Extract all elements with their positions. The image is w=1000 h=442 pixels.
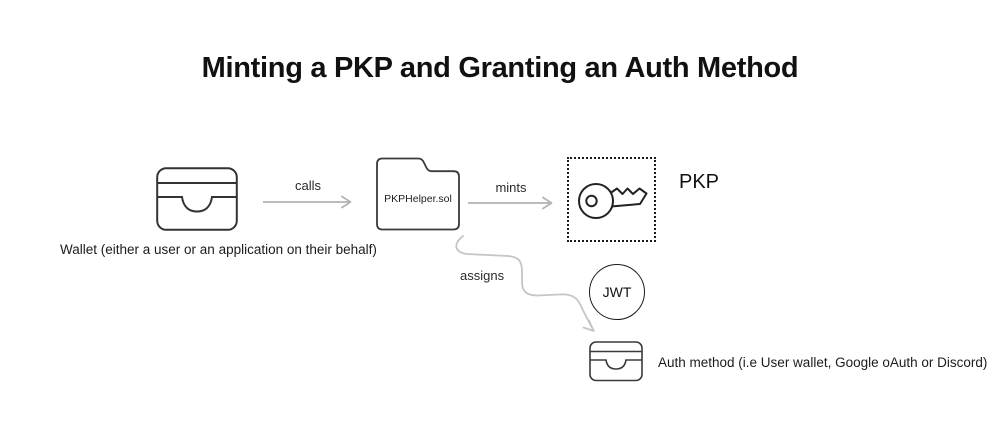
calls-arrow-icon [263,195,353,209]
mints-arrow-icon [468,196,554,210]
auth-wallet-card-icon [589,341,643,382]
assigns-arrow-icon [440,230,610,345]
pkp-dotted-box [567,157,656,242]
auth-method-label: Auth method (i.e User wallet, Google oAu… [658,355,988,370]
pkp-label: PKP [679,171,720,193]
wallet-card-icon [156,167,238,231]
calls-arrow-label: calls [294,178,321,193]
contract-name-label: PKPHelper.sol [384,193,452,205]
assigns-arrow-label: assigns [460,268,505,283]
jwt-label: JWT [602,284,632,300]
diagram-title: Minting a PKP and Granting an Auth Metho… [201,52,799,84]
jwt-token-badge: JWT [589,264,645,320]
mints-arrow-label: mints [495,180,527,195]
key-icon [577,182,647,219]
wallet-label: Wallet (either a user or an application … [60,242,377,257]
folder-icon [374,155,462,233]
